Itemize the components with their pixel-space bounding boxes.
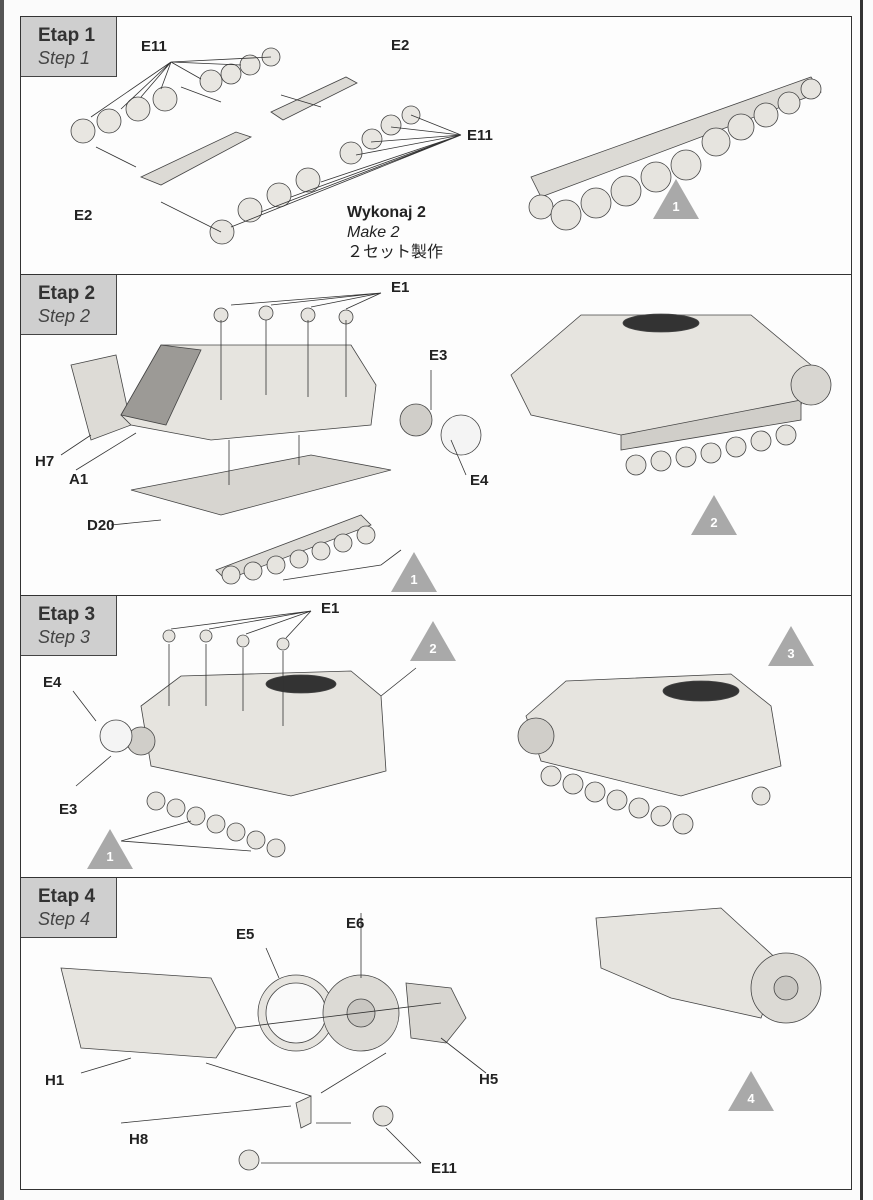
step-reference-number: 3: [787, 646, 795, 661]
part-label-e4: E4: [470, 472, 489, 489]
scan-edge-right: [860, 0, 863, 1200]
step-reference-triangle: 4: [728, 1071, 774, 1111]
step-subtitle: Step 4: [38, 909, 91, 929]
step-1-header: Etap 1 Step 1: [21, 17, 117, 77]
step-subtitle: Step 2: [38, 306, 91, 326]
step-reference-triangle: 3: [768, 626, 814, 666]
step-subtitle: Step 3: [38, 627, 91, 647]
step-3-header: Etap 3 Step 3: [21, 596, 117, 656]
part-label-h7: H7: [35, 453, 55, 470]
make-quantity-note: Wykonaj 2 Make 2 ２セット製作: [347, 203, 443, 263]
step-reference-triangle: 1: [653, 179, 699, 219]
part-label-e2: E2: [74, 207, 93, 224]
note-polish: Wykonaj 2: [347, 204, 426, 221]
part-label-h1: H1: [45, 1072, 65, 1089]
step-reference-number: 2: [710, 515, 718, 530]
step-title: Etap 4: [38, 886, 96, 907]
step-3-panel: Etap 3 Step 3 E1 E4 E3 2 1 3: [20, 595, 852, 879]
step-reference-number: 2: [429, 641, 437, 656]
step-reference-triangle: 2: [691, 495, 737, 535]
step-2-panel: Etap 2 Step 2 E1 E3 E4 H7 A1 D20 1 2: [20, 274, 852, 596]
part-label-h5: H5: [479, 1071, 499, 1088]
step-reference-number: 1: [672, 199, 680, 214]
step-title: Etap 3: [38, 604, 96, 625]
step-1-panel: Etap 1 Step 1 E11 E2 E11 E2 Wykonaj 2 Ma…: [20, 16, 852, 276]
step-reference-number: 1: [106, 849, 114, 864]
scan-edge-left: [0, 0, 4, 1200]
part-label-e11: E11: [141, 38, 167, 55]
note-english: Make 2: [347, 224, 400, 241]
step-title: Etap 2: [38, 283, 96, 304]
part-label-d20: D20: [87, 517, 115, 534]
step-subtitle: Step 1: [38, 48, 91, 68]
step-3-diagram: [72, 610, 782, 858]
part-label-e3: E3: [429, 347, 448, 364]
step-4-panel: Etap 4 Step 4 E5 E6 H1 H5 H8 E11 4: [20, 877, 852, 1190]
step-reference-triangle: 1: [87, 829, 133, 869]
part-label-e6: E6: [346, 915, 365, 932]
part-label-e3: E3: [59, 801, 78, 818]
part-label-a1: A1: [69, 471, 89, 488]
step-1-diagram: [70, 47, 822, 245]
part-label-e11: E11: [431, 1160, 457, 1177]
step-4-header: Etap 4 Step 4: [21, 878, 117, 938]
step-2-header: Etap 2 Step 2: [21, 275, 117, 335]
part-label-e5: E5: [236, 926, 255, 943]
step-2-diagram: [60, 292, 832, 585]
step-reference-number: 4: [747, 1091, 755, 1106]
part-label-e1: E1: [391, 279, 410, 296]
step-title: Etap 1: [38, 25, 96, 46]
step-reference-number: 1: [410, 572, 418, 587]
step-4-diagram: [60, 907, 822, 1171]
note-japanese: ２セット製作: [347, 244, 444, 261]
part-label-e4: E4: [43, 674, 62, 691]
step-reference-triangle: 2: [410, 621, 456, 661]
part-label-e1: E1: [321, 600, 340, 617]
part-label-e11: E11: [467, 127, 493, 144]
part-label-h8: H8: [129, 1131, 149, 1148]
part-label-e2: E2: [391, 37, 410, 54]
road-wheel: [70, 47, 421, 245]
assembled-suspension: [528, 76, 822, 231]
step-reference-triangle: 1: [391, 552, 437, 592]
